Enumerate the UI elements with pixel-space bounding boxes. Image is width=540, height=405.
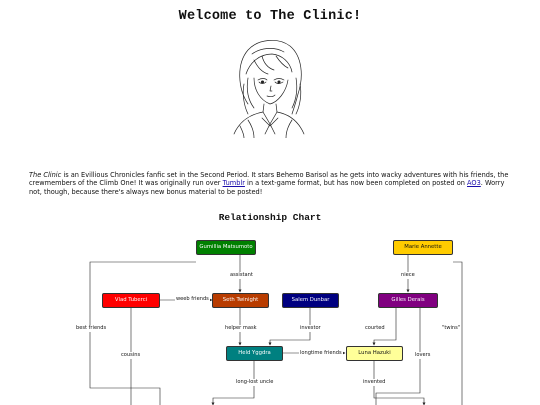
intro-paragraph: The Clinic is an Evillious Chronicles fa… [29,171,517,197]
node-luna-hazuki[interactable]: Luna Hazuki [346,346,403,361]
page-title: Welcome to The Clinic! [178,9,362,24]
edge-best-friends [89,261,196,405]
edge-twins [453,261,463,405]
edge-label-lovers: lovers [414,352,432,359]
edge-label-twins: "twins" [441,325,462,332]
node-gumillia-matsumoto[interactable]: Gumillia Matsumoto [196,240,256,255]
edge-label-long-lost-uncle: long-lost uncle [235,379,275,386]
edge-label-best-friends: best friends [75,325,108,332]
node-held-yggdra[interactable]: Held Yggdra [226,346,283,361]
node-vlad-tuberci[interactable]: Vlad Tuberci [102,293,160,308]
edge-label-weeb-friends: weeb friends [175,296,210,303]
edge-label-cousins: cousins [120,352,142,359]
edge-label-longtime-friends: longtime friends [299,350,343,357]
intro-text-1: is an Evillious Chronicles fanfic set in… [29,170,509,188]
ao3-link[interactable]: AO3 [467,179,481,188]
edge-label-invented: invented [362,379,387,386]
edge-investor [268,308,311,346]
fanfic-title: The Clinic [29,170,62,179]
node-marie-annette[interactable]: Marie Annette [393,240,453,255]
node-salem-dunbar[interactable]: Salem Dunbar [282,293,339,308]
edge-label-niece: niece [400,272,416,279]
edge-label-assistant: assistant [229,272,254,279]
tumblr-link[interactable]: Tumblr [222,179,245,188]
intro-text-2: in a text-game format, but has now been … [244,179,468,188]
character-portrait [233,40,305,138]
intro-text-3: . Worry not, though, because there's alw… [29,179,505,196]
edge-label-courted: courted [364,325,386,332]
edge-label-helper-mask: helper mask [224,325,258,332]
node-seth-twinight[interactable]: Seth Twinight [212,293,269,308]
relationship-chart-heading: Relationship Chart [218,212,322,223]
edge-label-investor: investor [299,325,322,332]
edge-courted [372,308,397,346]
node-gilles-derais[interactable]: Gilles Derais [378,293,438,308]
edge-lovers [375,308,421,405]
